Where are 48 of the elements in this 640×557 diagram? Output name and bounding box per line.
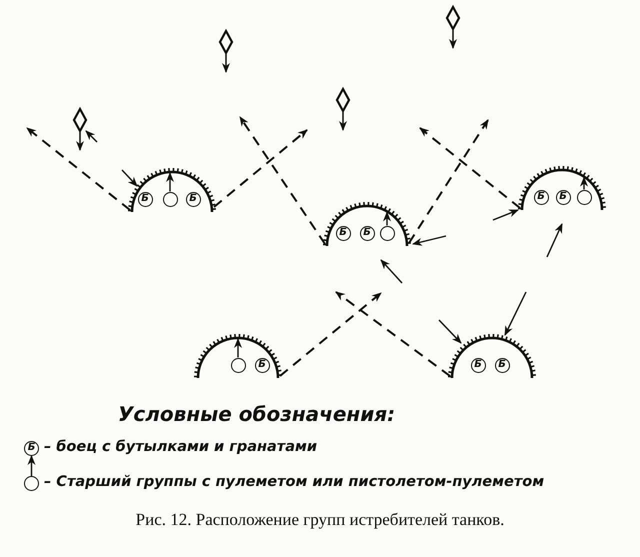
soldier-circle: Б xyxy=(138,192,152,206)
legend-text: – Старший группы с пулеметом или пистолетом-пулеметом xyxy=(44,474,544,490)
arrow xyxy=(234,338,242,358)
soldier-circle: Б xyxy=(556,190,570,204)
soldier-circle: Б xyxy=(186,192,200,206)
arrow xyxy=(580,176,588,190)
arrow xyxy=(412,235,446,246)
leader-circle xyxy=(230,358,246,372)
fire-sector-arrow xyxy=(408,119,489,244)
fire-sector-arrow xyxy=(279,292,382,377)
leader-circle xyxy=(576,190,592,204)
arrow xyxy=(383,211,391,226)
leader-circle xyxy=(380,226,394,240)
fire-sector-arrow xyxy=(26,127,131,211)
tank-diamond xyxy=(73,108,87,132)
soldier-circle: Б xyxy=(470,358,486,372)
arrow xyxy=(28,455,36,476)
tank-diamond xyxy=(219,30,233,54)
soldier-circle: Б xyxy=(534,190,548,204)
trench-arc xyxy=(128,166,216,214)
fire-sector-arrow xyxy=(213,129,308,208)
trench-arc xyxy=(448,332,536,380)
tank-diamond xyxy=(446,6,460,30)
soldier-circle: Б xyxy=(336,226,350,240)
arrow xyxy=(121,170,138,187)
leader-circle xyxy=(162,192,178,206)
arrow xyxy=(504,292,527,336)
trench-arc xyxy=(518,164,606,212)
arrow xyxy=(166,172,174,192)
legend-text: – боец с бутылками и гранатами xyxy=(44,439,318,455)
soldier-circle: Б xyxy=(24,441,39,456)
tank-diamond xyxy=(336,88,350,112)
soldier-circle: Б xyxy=(254,358,270,372)
arrow xyxy=(380,259,403,284)
trench-arc xyxy=(323,200,411,248)
soldier-circle: Б xyxy=(360,226,374,240)
soldier-circle: Б xyxy=(494,358,510,372)
leader-circle xyxy=(24,476,39,491)
fire-sector-arrow xyxy=(239,116,326,245)
fire-sector-arrow xyxy=(419,127,521,209)
caption: Рис. 12. Расположение групп истребителей танков. xyxy=(134,510,506,530)
legend-title: Условные обозначения: xyxy=(118,402,396,426)
fire-sector-arrow xyxy=(335,291,451,377)
trench-arc xyxy=(194,332,282,380)
arrow xyxy=(546,223,563,258)
arrow xyxy=(85,130,98,142)
arrow xyxy=(438,320,462,344)
arrow xyxy=(492,209,519,221)
